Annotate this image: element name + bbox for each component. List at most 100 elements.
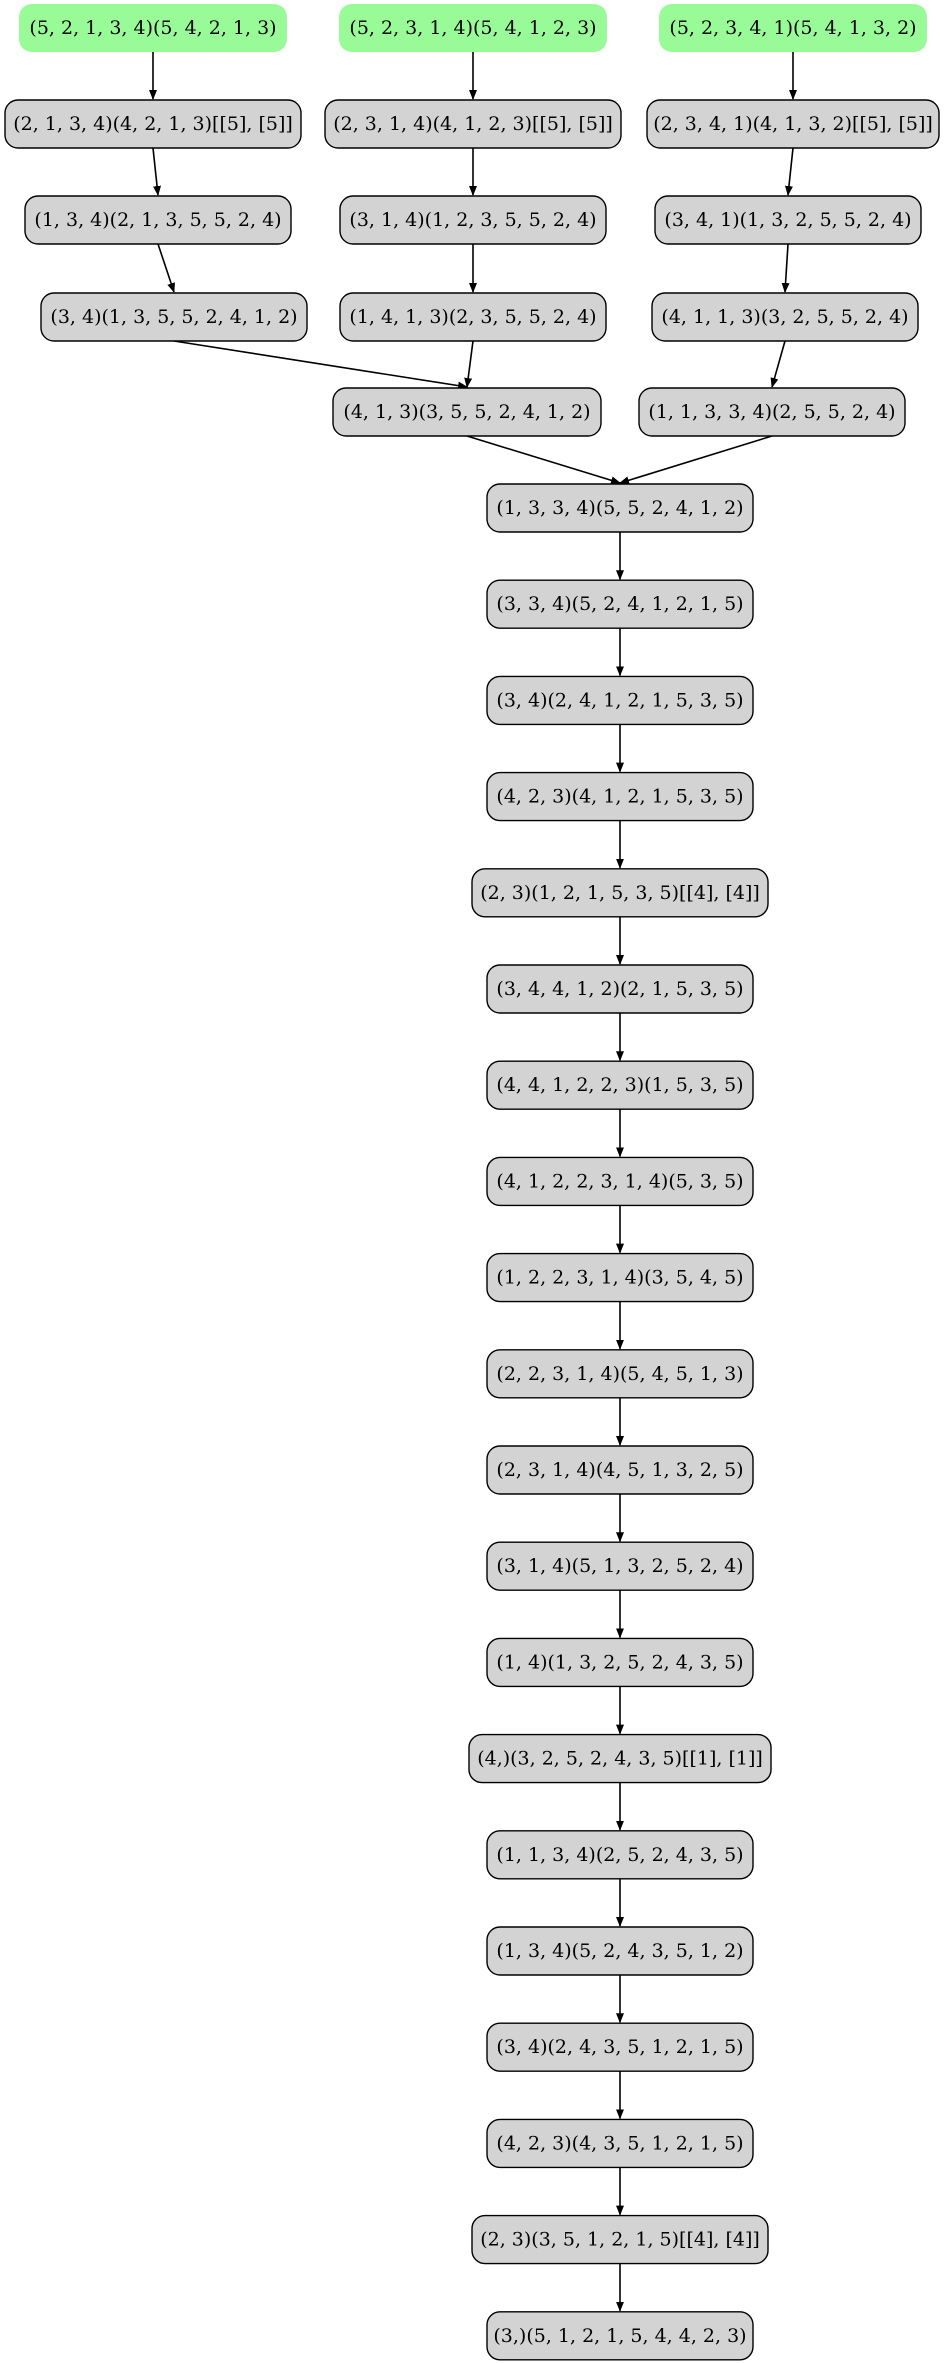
node-box (332, 387, 602, 437)
node-box (486, 579, 754, 629)
graph-node: (3, 1, 4)(1, 2, 3, 5, 5, 2, 4) (339, 195, 607, 245)
edges-layer (149, 52, 797, 2312)
node-box (486, 2118, 754, 2169)
graph-node: (1, 1, 3, 3, 4)(2, 5, 5, 2, 4) (638, 387, 906, 437)
node-box (486, 1637, 754, 1688)
graph-node: (2, 2, 3, 1, 4)(5, 4, 5, 1, 3) (486, 1349, 754, 1399)
node-box (486, 2311, 754, 2361)
graph-node: (4, 1, 3)(3, 5, 5, 2, 4, 1, 2) (332, 387, 602, 437)
node-label: (5, 2, 3, 4, 1)(5, 4, 1, 3, 2) (669, 17, 916, 39)
graph-node: (1, 2, 2, 3, 1, 4)(3, 5, 4, 5) (486, 1252, 754, 1303)
node-label: (1, 4)(1, 3, 2, 5, 2, 4, 3, 5) (496, 1651, 743, 1673)
node-label: (3, 1, 4)(5, 1, 3, 2, 5, 2, 4) (496, 1555, 743, 1577)
node-label: (5, 2, 1, 3, 4)(5, 4, 2, 1, 3) (29, 17, 276, 39)
node-label: (4, 2, 3)(4, 1, 2, 1, 5, 3, 5) (496, 786, 743, 808)
node-box (339, 4, 607, 52)
graph-node: (4, 2, 3)(4, 3, 5, 1, 2, 1, 5) (486, 2118, 754, 2169)
graph-node: (1, 4)(1, 3, 2, 5, 2, 4, 3, 5) (486, 1637, 754, 1688)
graph-node: (4, 1, 1, 3)(3, 2, 5, 5, 2, 4) (651, 292, 919, 342)
graph-node: (2, 3, 1, 4)(4, 5, 1, 3, 2, 5) (486, 1445, 754, 1495)
graph-node: (4,)(3, 2, 5, 2, 4, 3, 5)[[1], [1]] (468, 1733, 772, 1784)
edge-c1-to-d2 (173, 340, 468, 390)
node-box (646, 99, 940, 149)
graph-node: (1, 3, 3, 4)(5, 5, 2, 4, 1, 2) (486, 483, 754, 533)
node-box (486, 1541, 754, 1591)
node-box (651, 292, 919, 342)
node-box (324, 99, 622, 149)
start-node: (5, 2, 3, 4, 1)(5, 4, 1, 3, 2) (659, 4, 927, 52)
graph-node: (2, 3, 1, 4)(4, 1, 2, 3)[[5], [5]] (324, 99, 622, 149)
start-node: (5, 2, 3, 1, 4)(5, 4, 1, 2, 3) (339, 4, 607, 52)
edge-d2-to-m1 (466, 435, 621, 485)
node-label: (3, 1, 4)(1, 2, 3, 5, 5, 2, 4) (349, 209, 596, 231)
graph-node: (4, 2, 3)(4, 1, 2, 1, 5, 3, 5) (486, 771, 754, 822)
node-box (486, 2022, 754, 2072)
node-label: (1, 3, 4)(2, 1, 3, 5, 5, 2, 4) (34, 209, 281, 231)
graph-node: (2, 3)(3, 5, 1, 2, 1, 5)[[4], [4]] (471, 2214, 769, 2265)
node-label: (2, 3, 4, 1)(4, 1, 3, 2)[[5], [5]] (653, 113, 933, 135)
node-box (486, 1445, 754, 1495)
edge-a3-to-b3 (784, 147, 794, 196)
node-label: (1, 3, 3, 4)(5, 5, 2, 4, 1, 2) (496, 497, 743, 519)
graph-node: (4, 4, 1, 2, 2, 3)(1, 5, 3, 5) (486, 1060, 754, 1110)
node-label: (2, 3)(1, 2, 1, 5, 3, 5)[[4], [4]] (480, 882, 760, 904)
graph-node: (1, 1, 3, 4)(2, 5, 2, 4, 3, 5) (486, 1830, 754, 1880)
edge-c2-to-d2 (464, 340, 474, 388)
graph-node: (3, 4, 4, 1, 2)(2, 1, 5, 3, 5) (486, 964, 754, 1014)
graph-node: (4, 1, 2, 2, 3, 1, 4)(5, 3, 5) (486, 1156, 754, 1207)
node-label: (2, 2, 3, 1, 4)(5, 4, 5, 1, 3) (496, 1363, 743, 1385)
node-label: (2, 3)(3, 5, 1, 2, 1, 5)[[4], [4]] (480, 2229, 760, 2251)
node-box (654, 195, 922, 245)
graph-node: (1, 4, 1, 3)(2, 3, 5, 5, 2, 4) (339, 292, 607, 342)
edge-b1-to-c1 (157, 243, 175, 293)
graph-node: (3, 3, 4)(5, 2, 4, 1, 2, 1, 5) (486, 579, 754, 629)
edge-a1-to-b1 (152, 147, 162, 196)
graph-node: (2, 3, 4, 1)(4, 1, 3, 2)[[5], [5]] (646, 99, 940, 149)
node-box (468, 1733, 772, 1784)
graph-node: (2, 3)(1, 2, 1, 5, 3, 5)[[4], [4]] (471, 868, 769, 918)
graph-node: (3, 4, 1)(1, 3, 2, 5, 5, 2, 4) (654, 195, 922, 245)
node-box (486, 1926, 754, 1976)
node-box (471, 868, 769, 918)
nodes-layer: (5, 2, 1, 3, 4)(5, 4, 2, 1, 3) (5, 2, 3, … (4, 4, 940, 2361)
node-label: (4,)(3, 2, 5, 2, 4, 3, 5)[[1], [1]] (477, 1748, 763, 1770)
node-label: (2, 3, 1, 4)(4, 1, 2, 3)[[5], [5]] (333, 113, 613, 135)
node-label: (2, 3, 1, 4)(4, 5, 1, 3, 2, 5) (496, 1459, 743, 1481)
node-label: (4, 1, 3)(3, 5, 5, 2, 4, 1, 2) (343, 401, 590, 423)
graph-node: (3, 4)(1, 3, 5, 5, 2, 4, 1, 2) (40, 292, 308, 342)
node-label: (3,)(5, 1, 2, 1, 5, 4, 4, 2, 3) (493, 2325, 746, 2347)
node-box (471, 2214, 769, 2265)
graph-node: (3, 4)(2, 4, 3, 5, 1, 2, 1, 5) (486, 2022, 754, 2072)
node-box (486, 1156, 754, 1207)
node-box (339, 292, 607, 342)
node-box (486, 1252, 754, 1303)
edge-b3-to-c3 (781, 243, 790, 293)
node-label: (4, 2, 3)(4, 3, 5, 1, 2, 1, 5) (496, 2132, 743, 2154)
node-box (486, 1060, 754, 1110)
node-box (486, 771, 754, 822)
node-box (24, 195, 292, 245)
node-box (339, 195, 607, 245)
node-label: (3, 4)(1, 3, 5, 5, 2, 4, 1, 2) (50, 306, 297, 328)
node-label: (4, 1, 1, 3)(3, 2, 5, 5, 2, 4) (661, 306, 908, 328)
node-label: (4, 1, 2, 2, 3, 1, 4)(5, 3, 5) (496, 1170, 743, 1192)
graph-node: (3, 1, 4)(5, 1, 3, 2, 5, 2, 4) (486, 1541, 754, 1591)
node-label: (1, 3, 4)(5, 2, 4, 3, 5, 1, 2) (496, 1940, 743, 1962)
node-box (486, 1349, 754, 1399)
node-box (659, 4, 927, 52)
node-label: (3, 4, 1)(1, 3, 2, 5, 5, 2, 4) (664, 209, 911, 231)
graph-node: (1, 3, 4)(5, 2, 4, 3, 5, 1, 2) (486, 1926, 754, 1976)
node-label: (3, 4)(2, 4, 3, 5, 1, 2, 1, 5) (496, 2036, 743, 2058)
node-label: (3, 3, 4)(5, 2, 4, 1, 2, 1, 5) (496, 593, 743, 615)
node-label: (1, 1, 3, 4)(2, 5, 2, 4, 3, 5) (496, 1844, 743, 1866)
graph-node: (2, 1, 3, 4)(4, 2, 1, 3)[[5], [5]] (4, 99, 302, 149)
node-box (486, 483, 754, 533)
node-box (19, 4, 287, 52)
graph-node: (1, 3, 4)(2, 1, 3, 5, 5, 2, 4) (24, 195, 292, 245)
graph-node: (3,)(5, 1, 2, 1, 5, 4, 4, 2, 3) (486, 2311, 754, 2361)
node-label: (5, 2, 3, 1, 4)(5, 4, 1, 2, 3) (349, 17, 596, 39)
node-box (638, 387, 906, 437)
node-box (486, 675, 754, 726)
node-label: (4, 4, 1, 2, 2, 3)(1, 5, 3, 5) (496, 1074, 743, 1096)
